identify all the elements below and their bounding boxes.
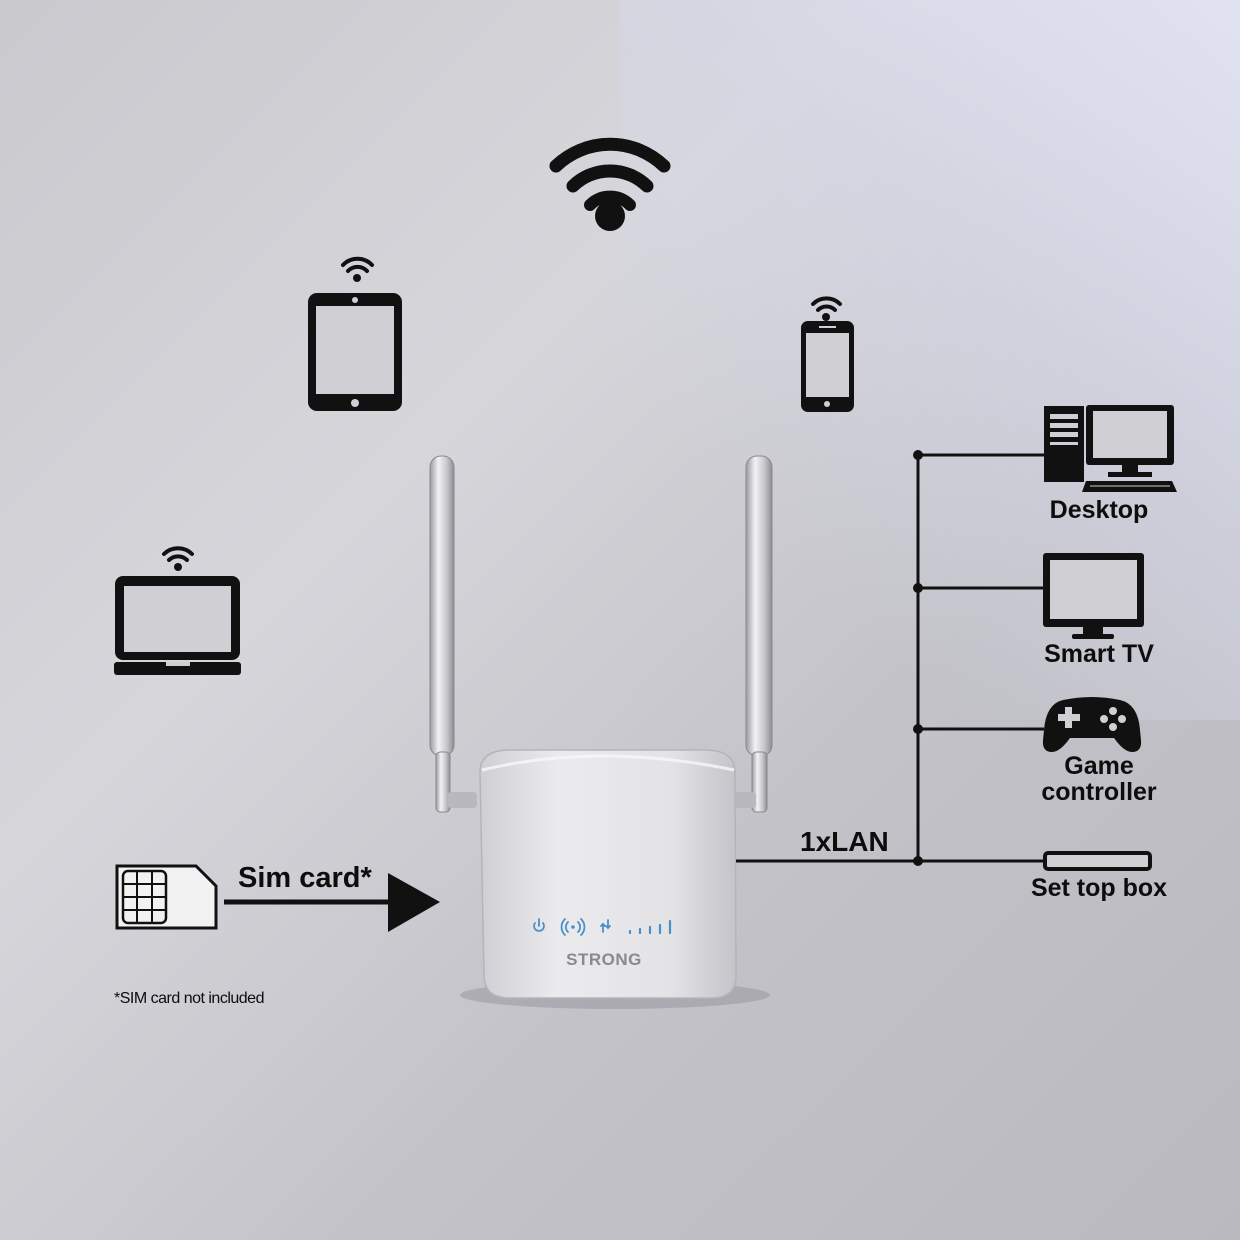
tablet-wifi-icon <box>341 256 374 282</box>
sim-not-included-note: *SIM card not included <box>114 990 264 1007</box>
desktop-label: Desktop <box>1049 496 1149 524</box>
game-controller-label-line2: controller <box>1041 778 1157 806</box>
set-top-box-icon <box>1043 851 1152 871</box>
arrow-right-icon <box>224 873 440 932</box>
wireless-led-icon <box>560 918 586 936</box>
gamepad-icon <box>1042 697 1142 752</box>
laptop-icon <box>114 546 241 675</box>
smart-tv-label: Smart TV <box>1044 640 1154 668</box>
tablet-icon <box>308 256 402 411</box>
router-led-panel <box>533 918 672 936</box>
router-image <box>429 455 773 1009</box>
router-brand-logo: STRONG <box>566 950 642 969</box>
desktop-computer-icon <box>1044 405 1177 492</box>
game-controller-label: Game controller <box>1041 753 1156 805</box>
smartphone-wifi-icon <box>811 296 842 321</box>
router-body <box>479 749 737 999</box>
game-controller-label-line1: Game <box>1064 752 1134 780</box>
sim-card-label: Sim card* <box>238 862 372 894</box>
router-antenna-left <box>429 455 477 813</box>
set-top-box-label: Set top box <box>1030 874 1168 902</box>
smartphone-icon <box>801 296 854 412</box>
data-led-icon <box>600 919 611 933</box>
wifi-icon <box>549 137 671 231</box>
lan-label: 1xLAN <box>800 826 889 857</box>
signal-led-icon <box>628 919 672 935</box>
smart-tv-icon <box>1043 553 1144 639</box>
router-antenna-right <box>722 455 773 813</box>
laptop-wifi-icon <box>162 546 194 571</box>
lan-junction-dots <box>913 450 923 866</box>
power-led-icon <box>533 918 545 932</box>
sim-card-icon <box>115 864 218 930</box>
lan-connection-lines <box>736 453 1044 863</box>
